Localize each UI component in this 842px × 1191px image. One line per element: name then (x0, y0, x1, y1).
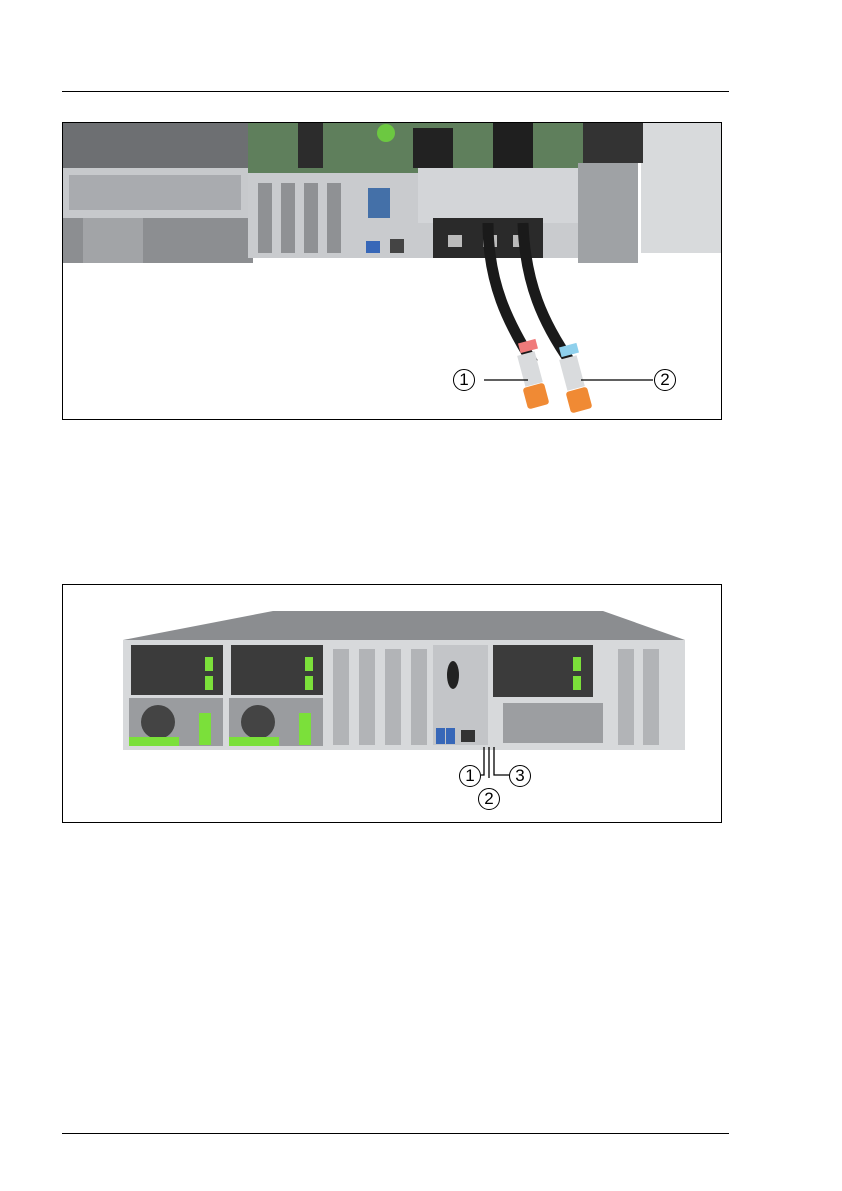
callout-3: 3 (509, 765, 531, 787)
green-knob (377, 124, 395, 142)
figure-1-illustration (63, 123, 722, 420)
callout-2: 2 (478, 788, 500, 810)
header-rule (62, 91, 729, 92)
callout-2: 2 (654, 369, 676, 391)
callout-1: 1 (453, 369, 475, 391)
figure-2-illustration (63, 585, 722, 823)
footer-rule (62, 1133, 729, 1134)
figure-2-server-rear-view: 1 2 3 (62, 584, 722, 823)
callout-1: 1 (459, 765, 481, 787)
figure-1-liquid-cooling-hoses: 1 2 (62, 122, 722, 420)
